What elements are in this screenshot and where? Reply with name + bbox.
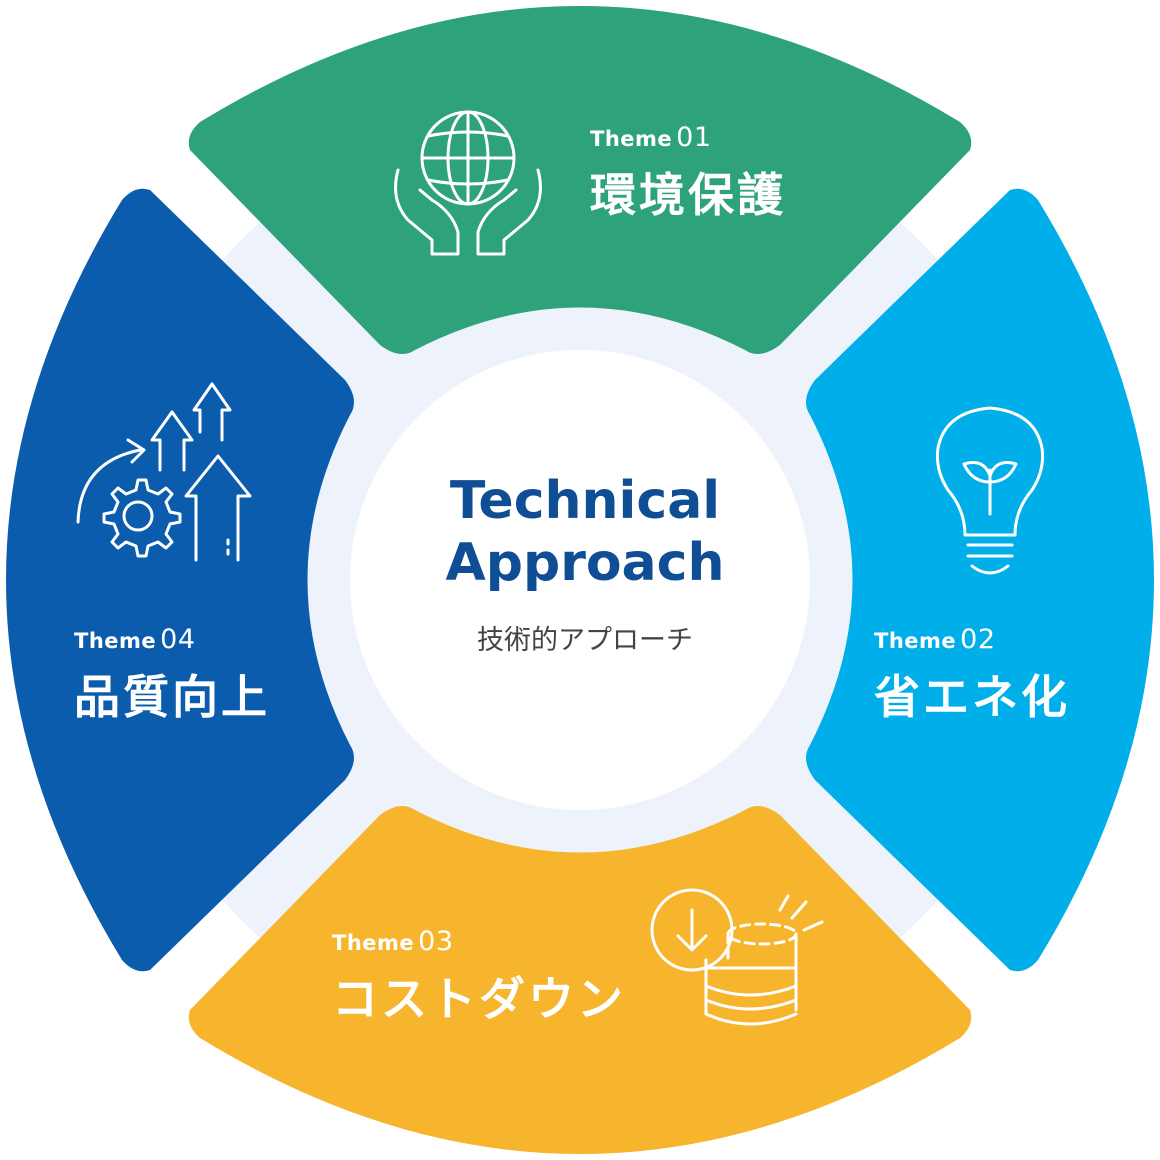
gear-growth-arrows-icon [76, 382, 252, 562]
center-disc [350, 350, 810, 810]
segment-theme-04[interactable] [6, 188, 354, 972]
center-subtitle: 技術的アプローチ [477, 625, 693, 656]
segment-theme-03[interactable] [188, 806, 972, 1154]
coin-stack-download-icon [650, 888, 824, 1026]
theme-01-prefix: Theme [590, 127, 673, 151]
theme-03-title: コストダウン [332, 972, 626, 1026]
theme-02-number: 02 [960, 624, 996, 655]
center-title-line2: Approach [445, 533, 725, 593]
lightbulb-sprout-icon [936, 406, 1044, 575]
theme-01-number: 01 [676, 122, 712, 153]
theme-04-title: 品質向上 [74, 670, 270, 724]
theme-03-number: 03 [418, 926, 454, 957]
theme-02-title: 省エネ化 [874, 670, 1070, 724]
theme-01-title: 環境保護 [590, 168, 786, 222]
segment-theme-02[interactable] [806, 188, 1154, 972]
center-heading: Technical Approach 技術的アプローチ [380, 470, 790, 657]
theme-02-prefix: Theme [874, 629, 957, 653]
theme-04-prefix: Theme [74, 629, 157, 653]
theme-03-prefix: Theme [332, 931, 415, 955]
theme-04-number: 04 [160, 624, 196, 655]
center-title-line1: Technical [449, 471, 721, 531]
globe-in-hands-icon [394, 110, 542, 256]
segment-theme-01[interactable] [188, 6, 972, 354]
